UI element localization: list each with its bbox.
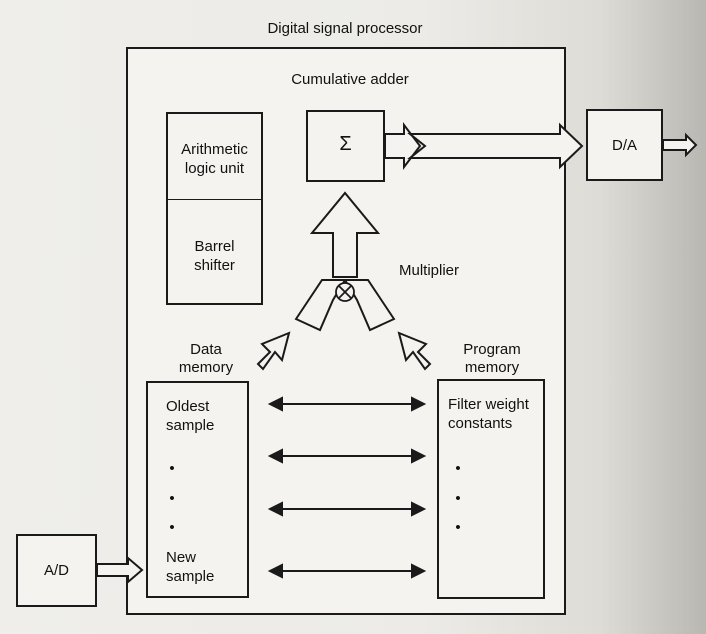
program-memory-to-multiplier-arrow xyxy=(397,331,432,371)
data-memory-label-line1: Data xyxy=(190,341,222,358)
memory-link-arrow-2 xyxy=(267,448,427,464)
data-dot-3: • xyxy=(169,519,175,536)
program-dot-3: • xyxy=(455,519,461,536)
ad-converter-box xyxy=(16,534,97,607)
memory-link-arrow-3 xyxy=(267,501,427,517)
alu-label-line1: Arithmetic xyxy=(181,141,248,158)
da-label: D/A xyxy=(611,137,637,154)
multiplier-symbol xyxy=(335,282,355,302)
multiplier-label: Multiplier xyxy=(398,262,459,279)
data-memory-to-multiplier-arrow xyxy=(256,331,291,371)
oldest-sample-line1: Oldest xyxy=(166,398,210,415)
da-converter-box xyxy=(586,109,663,181)
da-output-arrow xyxy=(662,132,698,158)
memory-link-arrow-4 xyxy=(267,563,427,579)
data-dot-2: • xyxy=(169,490,175,507)
adder-to-da-arrow xyxy=(384,122,422,170)
program-memory-label-line2: memory xyxy=(464,359,520,376)
multiplier-to-adder-arrow xyxy=(309,191,381,278)
bus-to-da-arrow xyxy=(407,122,584,170)
data-dot-1: • xyxy=(169,460,175,477)
barrel-label-line1: Barrel xyxy=(194,238,235,255)
cumulative-adder-label: Cumulative adder xyxy=(291,71,409,88)
ad-label: A/D xyxy=(43,562,69,579)
cumulative-adder-box xyxy=(306,110,385,182)
filter-weight-line1: Filter weight xyxy=(448,396,529,413)
new-sample-line2: sample xyxy=(166,568,215,585)
data-memory-box xyxy=(146,381,249,598)
alu-barrel-box xyxy=(166,112,263,305)
filter-weight-line2: constants xyxy=(448,415,513,432)
new-sample-line1: New xyxy=(166,549,197,566)
memory-link-arrow-1 xyxy=(267,396,427,412)
alu-label-line2: logic unit xyxy=(184,160,245,177)
alu-divider xyxy=(166,199,263,201)
program-dot-1: • xyxy=(455,460,461,477)
program-memory-box xyxy=(437,379,545,599)
dsp-title: Digital signal processor xyxy=(267,20,423,37)
oldest-sample-line2: sample xyxy=(166,417,215,434)
ad-to-memory-arrow xyxy=(96,555,144,585)
data-memory-label-line2: memory xyxy=(178,359,234,376)
program-memory-label-line1: Program xyxy=(463,341,521,358)
sigma-symbol: Σ xyxy=(339,133,352,155)
barrel-label-line2: shifter xyxy=(194,257,235,274)
program-dot-2: • xyxy=(455,490,461,507)
